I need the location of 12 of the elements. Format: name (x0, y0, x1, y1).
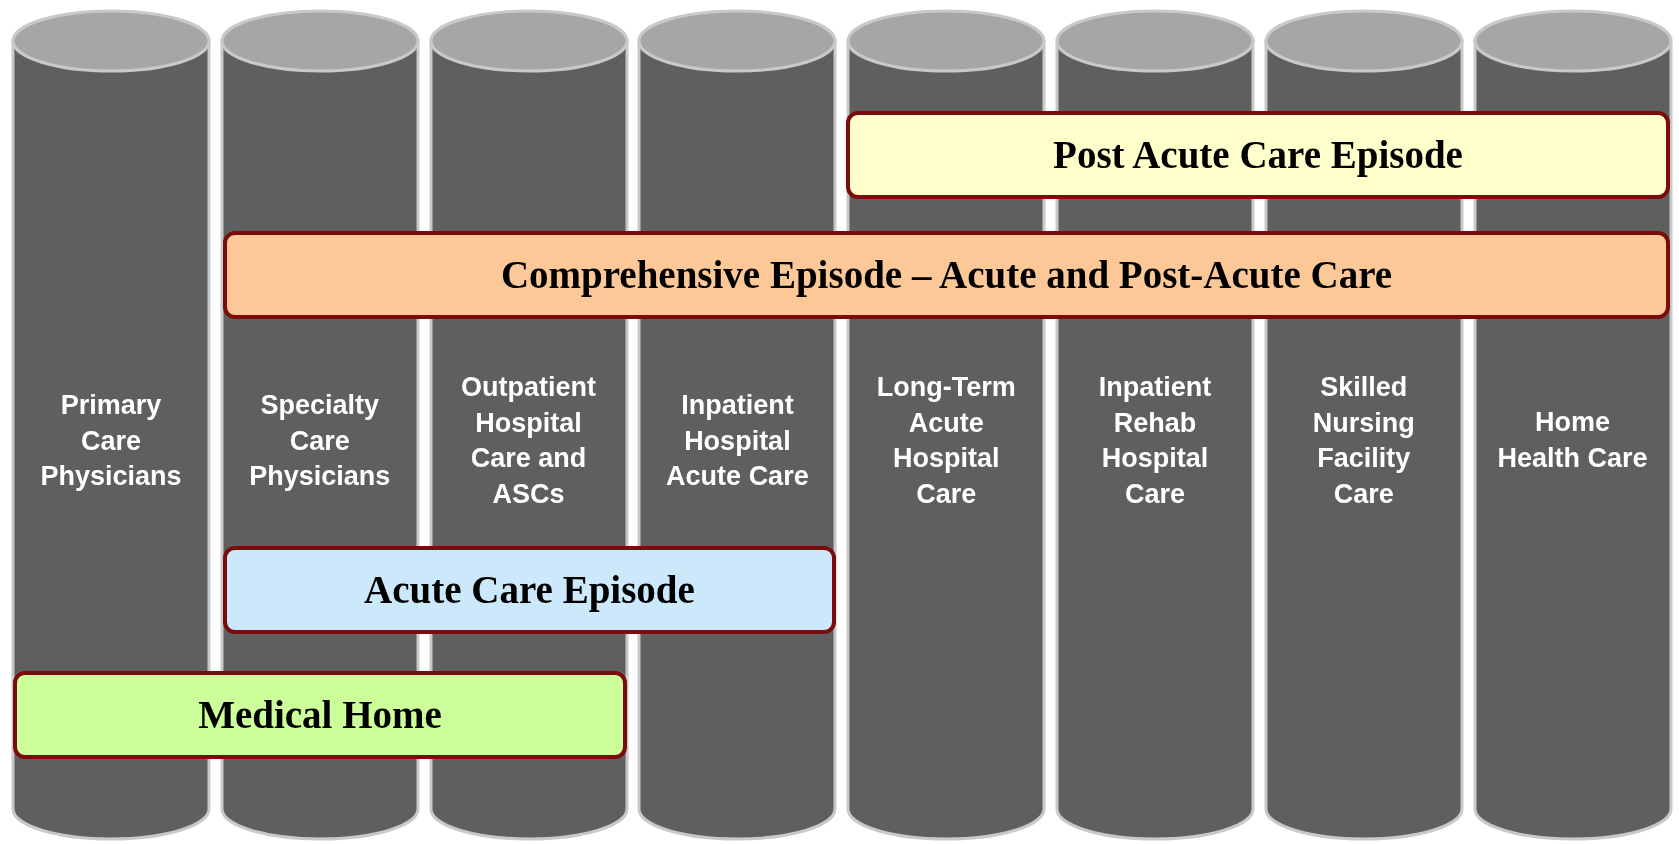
column-label: Long-Term Acute Hospital Care (875, 370, 1017, 511)
column-label: Specialty Care Physicians (248, 388, 392, 493)
band-label: Medical Home (198, 693, 442, 737)
band-label: Comprehensive Episode – Acute and Post-Acute Care (500, 253, 1393, 297)
column-label: Inpatient Rehab Hospital Care (1097, 370, 1213, 511)
column-label: Skilled Nursing Facility Care (1311, 370, 1416, 511)
column-label: Primary Care Physicians (39, 388, 183, 493)
column-label: Inpatient Hospital Acute Care (665, 388, 810, 493)
band-label: Post Acute Care Episode (1053, 133, 1463, 177)
column-label: Home Health Care (1496, 406, 1649, 475)
column-label: Outpatient Hospital Care and ASCs (460, 370, 598, 511)
band-label: Acute Care Episode (364, 568, 695, 612)
